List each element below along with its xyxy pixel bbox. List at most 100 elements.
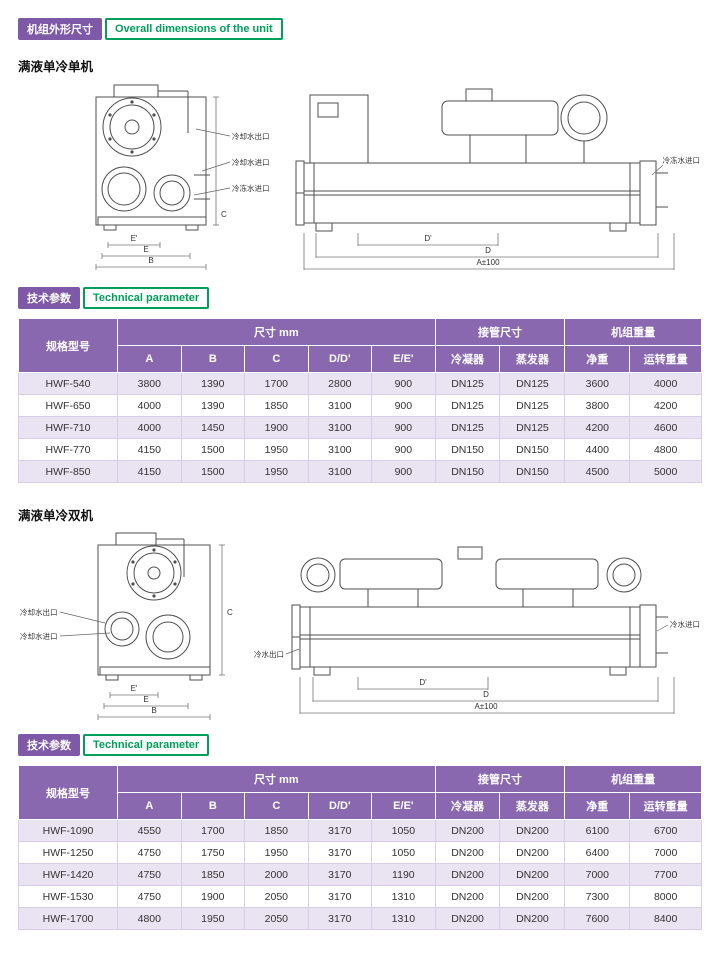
compressor-side: [441, 100, 559, 136]
dim-label-d-prime: D': [424, 234, 432, 243]
value-cell: 4750: [117, 863, 182, 886]
value-cell: 3800: [117, 372, 182, 395]
value-cell: 1310: [371, 907, 436, 930]
model-cell: HWF-850: [17, 460, 119, 483]
value-cell: 6100: [564, 819, 631, 842]
technical-parameter-header-2: 技术参数 Technical parameter: [18, 734, 702, 756]
value-cell: 4200: [564, 416, 631, 439]
th-model-2: 规格型号: [17, 765, 119, 820]
th-weight-group-2: 机组重量: [564, 765, 702, 793]
value-cell: DN150: [499, 460, 566, 483]
catalog-page: 机组外形尺寸 Overall dimensions of the unit 满液…: [17, 18, 702, 930]
value-cell: 1700: [244, 372, 309, 395]
condenser-shell: [299, 606, 641, 636]
evaporator-shell: [299, 638, 641, 668]
dual-unit-drawing: 冷却水出口 冷却水进口 E' E B C: [20, 532, 700, 720]
th-b-2: B: [180, 792, 246, 820]
value-cell: 4750: [117, 841, 182, 864]
value-cell: 3600: [564, 372, 631, 395]
value-cell: DN150: [434, 460, 501, 483]
value-cell: DN200: [499, 841, 566, 864]
model-cell: HWF-650: [17, 394, 119, 417]
value-cell: 4150: [117, 438, 182, 461]
value-cell: DN200: [499, 885, 566, 908]
th-dd-1: D/D': [307, 345, 373, 373]
value-cell: 3100: [307, 416, 373, 439]
value-cell: 1950: [180, 907, 246, 930]
value-cell: 2800: [307, 372, 373, 395]
value-cell: 4600: [629, 416, 702, 439]
th-net-weight-2: 净重: [564, 792, 631, 820]
dim-label-d: D: [485, 246, 491, 255]
value-cell: 2000: [244, 863, 309, 886]
water-box: [639, 604, 657, 668]
value-cell: 7300: [564, 885, 631, 908]
value-cell: 1700: [180, 819, 246, 842]
dual-front-view: [97, 532, 211, 681]
value-cell: 7600: [564, 907, 631, 930]
dim-label-b: B: [151, 706, 156, 715]
th-a-1: A: [117, 345, 182, 373]
compressor-left: [339, 558, 443, 590]
evaporator-front: [145, 614, 191, 660]
dim-label-c: C: [227, 608, 233, 617]
model-cell: HWF-1250: [17, 841, 119, 864]
dim-label-d-prime: D': [419, 678, 427, 687]
value-cell: 1850: [180, 863, 246, 886]
value-cell: DN200: [434, 819, 501, 842]
single-side-dimensions: D' D A±100: [303, 233, 675, 270]
value-cell: 3170: [307, 863, 373, 886]
value-cell: 900: [371, 394, 436, 417]
value-cell: 1850: [244, 819, 309, 842]
dim-label-a: A±100: [474, 702, 498, 711]
th-evaporator-2: 蒸发器: [499, 792, 566, 820]
value-cell: 4800: [629, 438, 702, 461]
dual-front-dimensions: E' E B C: [97, 544, 233, 720]
overall-dimensions-badge-en: Overall dimensions of the unit: [105, 18, 283, 40]
th-c-1: C: [244, 345, 309, 373]
value-cell: 4550: [117, 819, 182, 842]
value-cell: 1390: [180, 394, 246, 417]
value-cell: DN200: [499, 907, 566, 930]
technical-parameter-badge-en-2: Technical parameter: [83, 734, 210, 756]
th-model-1: 规格型号: [17, 318, 119, 373]
value-cell: 900: [371, 416, 436, 439]
value-cell: 3100: [307, 394, 373, 417]
dim-label-e: E: [143, 245, 148, 254]
motor-right: [606, 557, 642, 593]
th-pipe-group-1: 接管尺寸: [434, 318, 566, 346]
value-cell: 4200: [629, 394, 702, 417]
spec-table-single: 规格型号 尺寸 mm 接管尺寸 机组重量 A B C D/D' E/E' 冷凝器…: [17, 318, 702, 483]
model-cell: HWF-710: [17, 416, 119, 439]
th-pipe-group-2: 接管尺寸: [434, 765, 566, 793]
label-cooling-water-inlet: 冷却水进口: [20, 631, 58, 641]
th-dd-2: D/D': [307, 792, 373, 820]
evaporator-shell: [303, 194, 641, 224]
value-cell: 6400: [564, 841, 631, 864]
value-cell: DN200: [499, 819, 566, 842]
value-cell: DN200: [434, 885, 501, 908]
dual-side-dimensions: D' D A±100: [299, 677, 675, 714]
condenser-front: [101, 166, 147, 212]
technical-parameter-header-1: 技术参数 Technical parameter: [18, 287, 702, 309]
dim-label-c: C: [221, 210, 227, 219]
value-cell: 1850: [244, 394, 309, 417]
th-a-2: A: [117, 792, 182, 820]
single-front-view: [95, 84, 210, 231]
value-cell: 3170: [307, 841, 373, 864]
label-chilled-water-inlet: 冷冻水进口: [232, 183, 270, 193]
label-chilled-water-inlet-side: 冷冻水进口: [663, 155, 701, 165]
value-cell: 3100: [307, 438, 373, 461]
technical-parameter-badge-en-1: Technical parameter: [83, 287, 210, 309]
value-cell: 4000: [117, 416, 182, 439]
th-condenser-2: 冷凝器: [434, 792, 501, 820]
value-cell: 4500: [564, 460, 631, 483]
single-unit-drawing: E' E B C 冷却水出口 冷却水进口 冷冻水进口: [95, 84, 701, 270]
value-cell: 900: [371, 438, 436, 461]
th-running-weight-2: 运转重量: [629, 792, 702, 820]
